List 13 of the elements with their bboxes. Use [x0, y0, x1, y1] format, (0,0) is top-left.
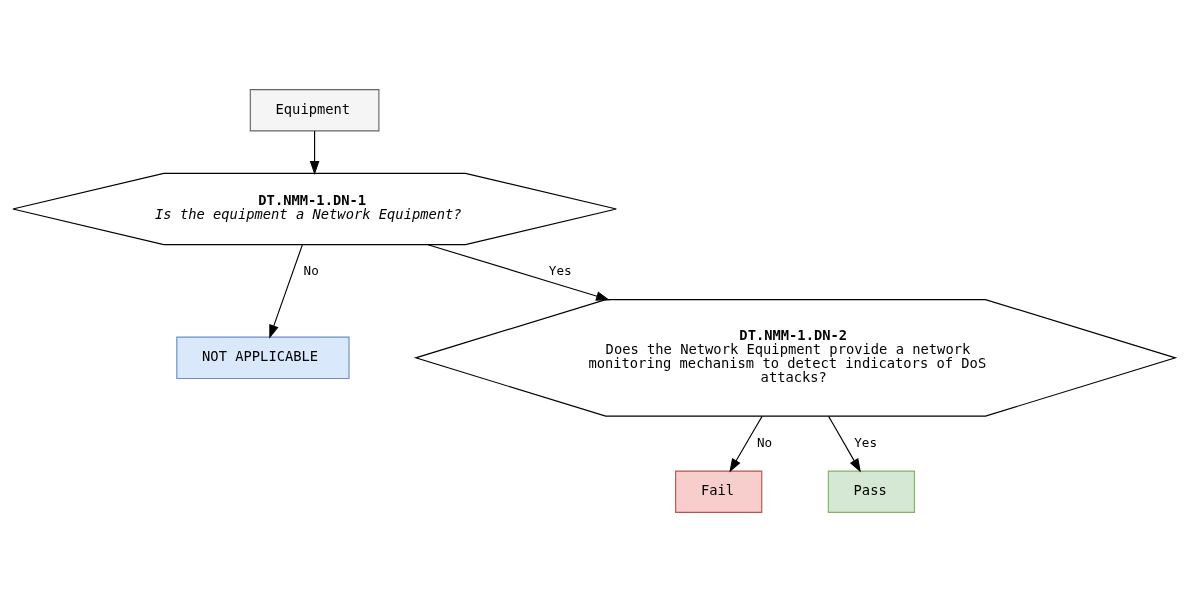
node-box: Pass — [827, 470, 915, 513]
edge-label: Yes — [548, 263, 572, 279]
arrow — [269, 244, 303, 339]
edge-label: No — [757, 434, 773, 450]
arrow — [828, 415, 861, 473]
arrow — [309, 130, 320, 175]
node-box: NOT APPLICABLE — [176, 336, 350, 380]
node-box: Fail — [675, 470, 763, 513]
node-box: Equipment — [249, 89, 380, 132]
edge-label: Yes — [854, 434, 878, 450]
arrow — [427, 244, 610, 301]
arrow — [729, 415, 763, 473]
edge-label: No — [303, 263, 319, 279]
